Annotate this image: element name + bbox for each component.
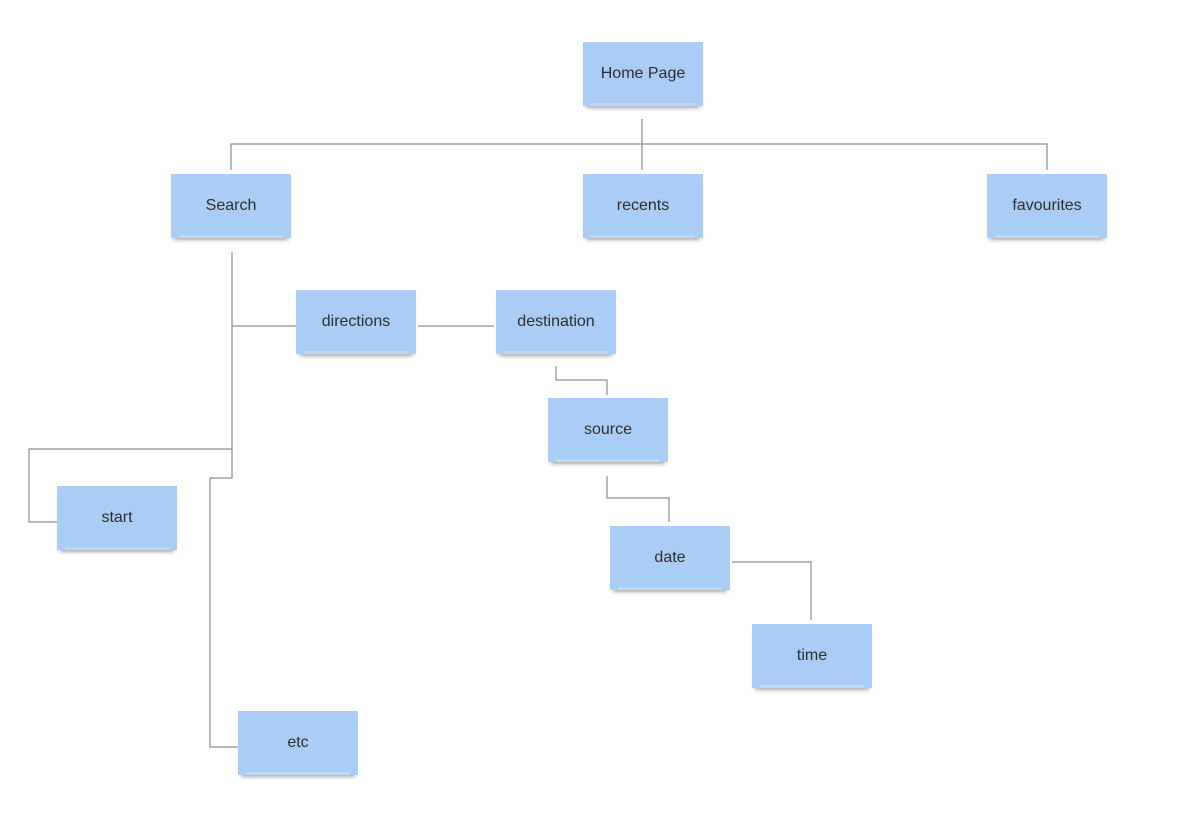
node-time[interactable]: time: [752, 624, 872, 688]
connector-date-to-time: [732, 561, 812, 620]
node-label: date: [654, 549, 686, 566]
node-label: recents: [616, 197, 670, 214]
connector-destination-to-source: [555, 366, 608, 395]
node-label: Search: [205, 197, 257, 214]
node-recents[interactable]: recents: [583, 174, 703, 238]
node-start[interactable]: start: [57, 486, 177, 550]
node-label: directions: [321, 313, 391, 330]
node-label: etc: [287, 734, 309, 751]
node-directions[interactable]: directions: [296, 290, 416, 354]
connector-search-to-etc: [209, 449, 238, 748]
node-source[interactable]: source: [548, 398, 668, 462]
node-etc[interactable]: etc: [238, 711, 358, 775]
node-label: time: [796, 647, 828, 664]
node-search[interactable]: Search: [171, 174, 291, 238]
node-label: source: [583, 421, 633, 438]
node-home-page[interactable]: Home Page: [583, 42, 703, 106]
node-date[interactable]: date: [610, 526, 730, 590]
connector-source-to-date: [606, 476, 670, 522]
node-label: Home Page: [600, 65, 686, 82]
connector-search-to-start: [28, 326, 233, 523]
connector-search-to-directions: [231, 252, 296, 327]
node-destination[interactable]: destination: [496, 290, 616, 354]
node-label: start: [101, 509, 133, 526]
node-favourites[interactable]: favourites: [987, 174, 1107, 238]
node-label: favourites: [1012, 197, 1082, 214]
connector-home-to-children: [230, 119, 1048, 170]
node-label: destination: [517, 313, 595, 330]
